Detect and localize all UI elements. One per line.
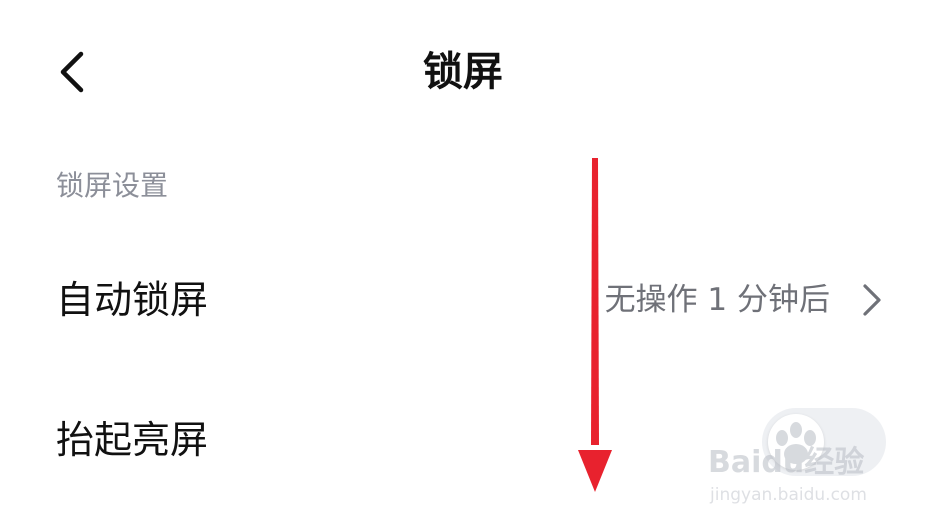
raise-to-wake-label: 抬起亮屏: [56, 418, 209, 462]
auto-lock-label: 自动锁屏: [56, 278, 209, 322]
back-button[interactable]: [50, 44, 94, 100]
svg-text:Baidu经验: Baidu经验: [708, 445, 864, 480]
baidu-jingyan-watermark: Baidu经验 jingyan.baidu.com: [708, 422, 867, 505]
svg-text:jingyan.baidu.com: jingyan.baidu.com: [709, 485, 867, 505]
auto-lock-row[interactable]: 自动锁屏 无操作 1 分钟后: [0, 252, 926, 348]
section-header: 锁屏设置: [56, 169, 169, 202]
down-arrow-icon: [578, 158, 612, 492]
chevron-left-icon: [60, 51, 84, 93]
chevron-right-icon: [858, 280, 886, 320]
auto-lock-value: 无操作 1 分钟后: [604, 282, 830, 318]
page-title: 锁屏: [423, 49, 503, 95]
